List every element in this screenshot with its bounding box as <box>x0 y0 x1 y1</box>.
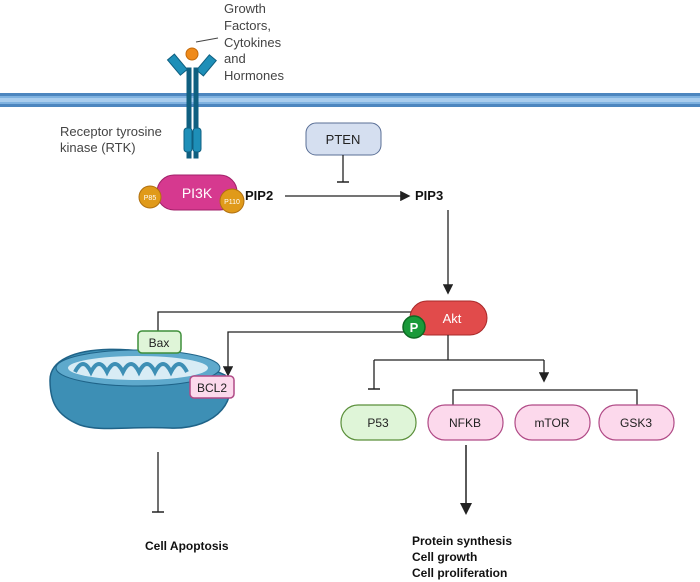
pten-label: PTEN <box>326 132 361 147</box>
akt-bcl2-arrow <box>222 331 405 377</box>
bcl2-box <box>189 375 235 399</box>
svg-text:mTOR: mTOR <box>534 416 569 430</box>
pi3k-label: PI3K <box>182 185 213 201</box>
target-nodes: P53 NFKB mTOR GSK3 <box>340 404 675 441</box>
bax-label: Bax <box>149 336 170 350</box>
svg-text:P: P <box>410 320 419 335</box>
ligand-icon <box>185 47 199 61</box>
gsk3-node <box>598 404 675 441</box>
p110-label: P110 <box>224 199 240 206</box>
p53-node <box>340 404 417 441</box>
p110-subunit <box>219 188 245 214</box>
mtor-node <box>514 404 591 441</box>
outcomes-label: Protein synthesis Cell growth Cell proli… <box>412 534 515 580</box>
phospho-icon <box>402 315 426 339</box>
bax-box <box>137 330 182 354</box>
p85-label: P85 <box>144 195 157 202</box>
svg-text:NFKB: NFKB <box>449 416 481 430</box>
akt-label: Akt <box>443 311 462 326</box>
pip2-label: PIP2 <box>245 188 273 203</box>
receptor-rtk <box>166 53 217 159</box>
svg-text:P53: P53 <box>367 416 389 430</box>
nfkb-node <box>427 404 504 441</box>
p85-subunit <box>138 185 162 209</box>
ligand-label: Growth Factors, Cytokines and Hormones <box>224 1 285 83</box>
apoptosis-label: Cell Apoptosis <box>145 539 229 553</box>
cell-membrane <box>0 93 700 107</box>
svg-text:GSK3: GSK3 <box>620 416 652 430</box>
akt-bax-inhibition-line <box>157 311 412 334</box>
receptor-label: Receptor tyrosine kinase (RTK) <box>60 124 166 155</box>
pip3-label: PIP3 <box>415 188 443 203</box>
bcl2-label: BCL2 <box>197 381 227 395</box>
